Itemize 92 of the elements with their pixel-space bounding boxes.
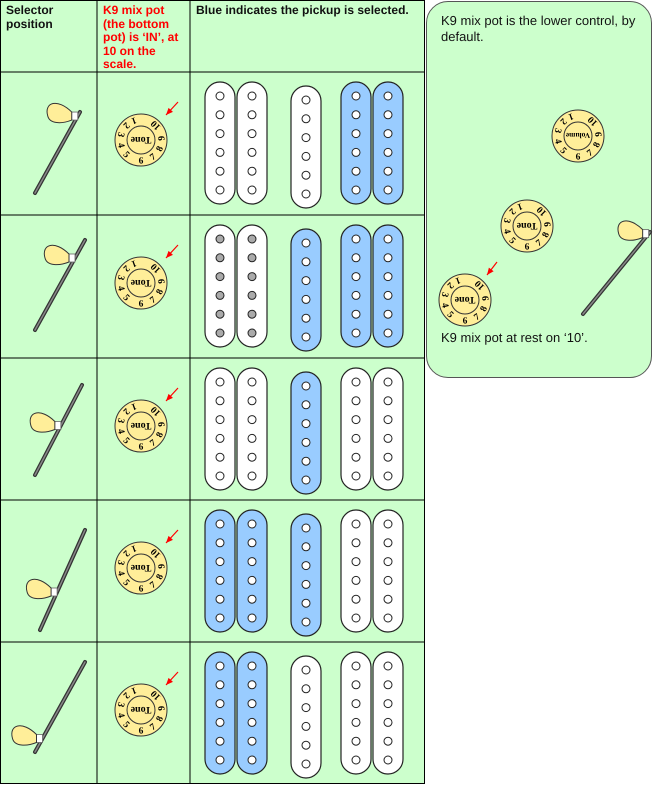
scale-number: 1 [516, 200, 524, 212]
scale-number: 2 [506, 206, 517, 216]
scale-number: 4 [114, 712, 126, 720]
scale-number: 10 [149, 546, 164, 560]
knob-label: Tone [130, 704, 152, 715]
note-text: K9 mix pot is the lower control, by default. [441, 13, 636, 45]
scale-number: 6 [138, 726, 144, 736]
knob-label: Tone [516, 220, 538, 231]
knob-label: Tone [130, 420, 152, 431]
scale-number: 6 [138, 300, 144, 310]
scale-number: 8 [478, 304, 490, 314]
scale-number: 5 [444, 310, 455, 320]
knob-label: Tone [130, 277, 152, 288]
scale-number: 7 [472, 312, 482, 324]
scale-number: 4 [114, 284, 126, 292]
scale-number: 9 [543, 221, 554, 227]
scale-number: 7 [148, 580, 158, 592]
scale-number: 3 [114, 416, 126, 424]
scale-number: 6 [138, 442, 144, 452]
scale-number: 5 [120, 293, 131, 304]
scale-number: 4 [500, 228, 512, 236]
scale-number: 9 [157, 421, 168, 427]
scale-number: 3 [500, 216, 512, 224]
scale-number: 7 [534, 238, 544, 250]
scale-number: 9 [157, 135, 168, 141]
scale-number: 1 [130, 542, 138, 554]
scale-number: 8 [154, 714, 166, 724]
scale-number: 2 [558, 116, 568, 126]
scale-number: 9 [481, 295, 492, 301]
scale-number: 5 [120, 436, 131, 446]
scale-number: 8 [154, 572, 166, 582]
scale-number: 4 [114, 142, 126, 150]
scale-number: 10 [149, 260, 164, 275]
scale-number: 3 [114, 130, 126, 138]
scale-number: 7 [148, 722, 158, 734]
note-text: K9 mix pot at rest on ‘10’. [441, 330, 589, 346]
scale-number: 6 [138, 584, 144, 594]
scale-number: 3 [114, 558, 126, 566]
scale-number: 3 [438, 290, 450, 298]
scale-number: 4 [114, 570, 126, 578]
scale-number: 10 [586, 114, 600, 128]
scale-number: 2 [120, 690, 131, 700]
scale-number: 9 [594, 131, 605, 137]
scale-number: 8 [154, 430, 166, 440]
scale-number: 10 [149, 118, 164, 132]
scale-number: 1 [130, 400, 138, 412]
column-header: Selector position [6, 4, 54, 31]
scale-number: 2 [120, 406, 131, 416]
scale-number: 4 [114, 428, 126, 436]
scale-number: 10 [149, 688, 164, 702]
scale-number: 3 [114, 274, 126, 282]
knob-label: Tone [454, 294, 476, 305]
scale-number: 6 [576, 152, 580, 162]
scale-number: 8 [154, 288, 166, 296]
scale-number: 8 [540, 230, 552, 240]
scale-number: 9 [157, 563, 168, 569]
scale-number: 7 [148, 438, 158, 450]
scale-number: 5 [506, 236, 517, 246]
scale-number: 10 [535, 204, 550, 218]
scale-number: 8 [592, 140, 604, 150]
scale-number: 5 [120, 150, 131, 160]
scale-number: 5 [558, 146, 568, 156]
scale-number: 4 [438, 302, 450, 310]
scale-number: 1 [566, 110, 575, 122]
scale-number: 2 [120, 262, 131, 273]
scale-number: 1 [130, 114, 138, 126]
scale-number: 5 [120, 578, 131, 588]
scale-number: 5 [120, 720, 131, 730]
knob-label: Tone [130, 562, 152, 573]
scale-number: 1 [130, 684, 138, 696]
knob-label: Tone [130, 134, 152, 145]
scale-number: 6 [524, 242, 530, 252]
scale-number: 1 [130, 257, 138, 268]
scale-number: 1 [454, 274, 462, 286]
scale-number: 9 [157, 278, 168, 284]
scale-number: 6 [138, 156, 144, 166]
scale-number: 9 [157, 705, 168, 711]
column-header: Blue indicates the pickup is selected. [196, 4, 410, 18]
scale-number: 6 [462, 316, 468, 326]
scale-number: 7 [586, 148, 596, 160]
scale-number: 7 [148, 295, 158, 306]
scale-number: 4 [552, 138, 563, 146]
scale-number: 8 [154, 144, 166, 154]
scale-number: 2 [120, 120, 131, 130]
scale-number: 3 [552, 126, 563, 134]
column-header: K9 mix pot (the bottom pot) is ‘IN’, at 10 on the scale. [103, 4, 180, 72]
scale-number: 2 [444, 280, 455, 290]
scale-number: 7 [148, 152, 158, 164]
scale-number: 10 [149, 404, 164, 418]
scale-number: 10 [473, 278, 488, 292]
scale-number: 3 [114, 700, 126, 708]
scale-number: 2 [120, 548, 131, 558]
